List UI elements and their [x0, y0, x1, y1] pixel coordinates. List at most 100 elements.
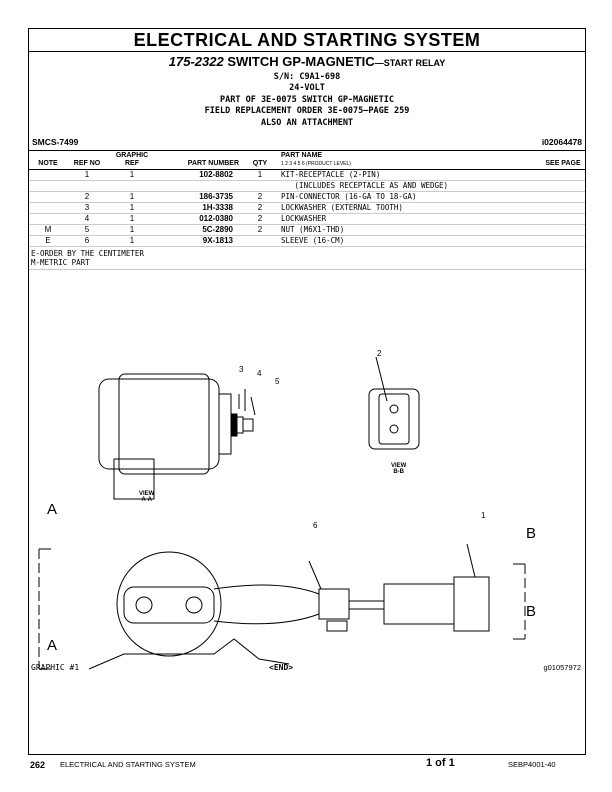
cell-qty	[241, 235, 279, 247]
exploded-drawing	[38, 356, 526, 670]
footer-section: ELECTRICAL AND STARTING SYSTEM	[60, 760, 196, 769]
smcs-code: SMCS-7499	[32, 137, 79, 147]
cell-graphic: 1	[107, 191, 157, 203]
col-qty: QTY	[241, 150, 279, 170]
callout-5: 5	[275, 377, 280, 386]
also-attachment: ALSO AN ATTACHMENT	[260, 117, 354, 128]
page-frame: ELECTRICAL AND STARTING SYSTEM 175-2322 …	[28, 28, 586, 755]
part-name-title: SWITCH GP-MAGNETIC	[227, 54, 375, 69]
notes: E-ORDER BY THE CENTIMETER M-METRIC PART	[31, 249, 144, 267]
cell-ref: 4	[67, 213, 107, 225]
part-header: 175-2322 SWITCH GP-MAGNETIC—START RELAY …	[29, 53, 585, 129]
relay-side-view	[98, 373, 256, 500]
cell-ref: 2	[67, 191, 107, 203]
connector-end-view	[368, 356, 420, 450]
note-e: E-ORDER BY THE CENTIMETER	[31, 249, 144, 258]
cell-graphic	[107, 180, 157, 192]
cell-qty	[241, 180, 279, 192]
section-a-top: A	[47, 501, 58, 518]
cell-see-page	[541, 169, 585, 181]
voltage: 24-VOLT	[289, 83, 325, 94]
col-see-page: SEE PAGE	[541, 150, 585, 170]
end-marker: <END>	[269, 663, 294, 672]
cell-graphic: 1	[107, 224, 157, 236]
part-number-title: 175-2322	[168, 54, 224, 69]
cell-note	[29, 202, 67, 214]
cell-qty: 2	[241, 202, 279, 214]
cell-note: E	[29, 235, 67, 247]
serial-number: S/N: C9A1-698	[273, 72, 341, 82]
cell-pn: 012-0380	[157, 213, 241, 225]
cell-see-page	[541, 213, 585, 225]
cell-name: SLEEVE (16-CM)	[279, 235, 541, 247]
col-part-number: PART NUMBER	[157, 150, 241, 170]
field-replacement-order: FIELD REPLACEMENT ORDER 3E-0075—PAGE 259	[204, 106, 410, 117]
callout-3: 3	[239, 365, 244, 374]
product-level: 1 2 3 4 5 6 (PRODUCT LEVEL)	[281, 161, 351, 167]
cell-name: KIT-RECEPTACLE (2-PIN)	[279, 169, 541, 181]
cell-name: (INCLUDES RECEPTACLE AS AND WEDGE)	[279, 180, 541, 192]
cell-name: NUT (M6X1-THD)	[279, 224, 541, 236]
cell-graphic: 1	[107, 202, 157, 214]
col-graphic: GRAPHIC REF	[107, 150, 157, 170]
cell-pn: 186-3735	[157, 191, 241, 203]
cell-qty: 2	[241, 191, 279, 203]
callout-6: 6	[313, 521, 318, 530]
ident-code: i02064478	[541, 137, 582, 147]
page-title: ELECTRICAL AND STARTING SYSTEM	[29, 29, 585, 52]
cell-name: PIN-CONNECTOR (16-GA TO 18-GA)	[279, 191, 541, 203]
table-row: (INCLUDES RECEPTACLE AS AND WEDGE)	[29, 180, 585, 192]
cell-graphic: 1	[107, 169, 157, 181]
cell-pn: 9X-1813	[157, 235, 241, 247]
cell-note	[29, 180, 67, 192]
cell-qty: 1	[241, 169, 279, 181]
callout-4: 4	[257, 369, 262, 378]
section-b-top: B	[526, 525, 537, 542]
cell-graphic: 1	[107, 213, 157, 225]
cell-see-page	[541, 224, 585, 236]
cell-graphic: 1	[107, 235, 157, 247]
cell-see-page	[541, 202, 585, 214]
section-b-bottom: B	[526, 603, 537, 620]
cell-see-page	[541, 191, 585, 203]
cell-see-page	[541, 235, 585, 247]
cell-ref	[67, 180, 107, 192]
page-count: 1 of 1	[426, 757, 455, 769]
callout-1: 1	[481, 511, 486, 520]
col-ref: REF NO	[67, 150, 107, 170]
cell-pn	[157, 180, 241, 192]
cell-pn: 102-8802	[157, 169, 241, 181]
cell-note	[29, 191, 67, 203]
note-m: M-METRIC PART	[31, 258, 90, 267]
cell-ref: 6	[67, 235, 107, 247]
cell-pn: 5C-2890	[157, 224, 241, 236]
section-a-bottom: A	[47, 637, 58, 654]
assembly-view	[38, 543, 526, 670]
parts-table: NOTE REF NO GRAPHIC REF PART NUMBER QTY …	[29, 150, 585, 247]
cell-qty: 2	[241, 213, 279, 225]
cell-note	[29, 213, 67, 225]
callout-2: 2	[377, 349, 382, 358]
cell-name: LOCKWASHER	[279, 213, 541, 225]
cell-ref: 3	[67, 202, 107, 214]
cell-qty: 2	[241, 224, 279, 236]
cell-note: M	[29, 224, 67, 236]
cell-ref: 1	[67, 169, 107, 181]
graphic-label: GRAPHIC #1	[31, 663, 80, 672]
cell-see-page	[541, 180, 585, 192]
part-subname: —START RELAY	[374, 58, 446, 68]
cell-name: LOCKWASHER (EXTERNAL TOOTH)	[279, 202, 541, 214]
cell-pn: 1H-3338	[157, 202, 241, 214]
col-note: NOTE	[29, 150, 67, 170]
page-number: 262	[30, 760, 46, 770]
part-of: PART OF 3E-0075 SWITCH GP-MAGNETIC	[220, 94, 394, 105]
graphic-id: g01057972	[543, 663, 581, 672]
